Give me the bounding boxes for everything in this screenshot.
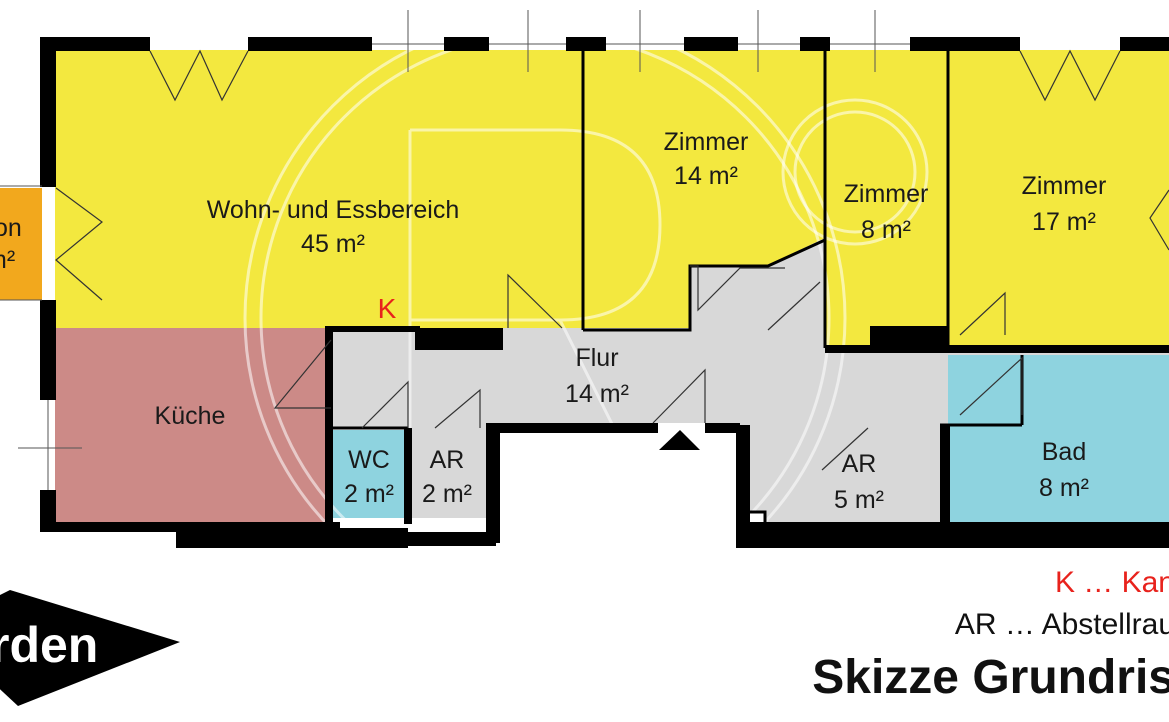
label-bad-name: Bad — [1042, 438, 1086, 466]
room-ar2 — [740, 428, 940, 522]
label-zimmer3-name: Zimmer — [1022, 172, 1107, 200]
label-zimmer2-name: Zimmer — [844, 180, 929, 208]
label-balkon-area: m² — [0, 246, 15, 274]
room-zimmer1 — [583, 50, 825, 328]
label-kueche-name: Küche — [155, 402, 226, 430]
room-wc — [331, 430, 406, 518]
entrance-arrow — [659, 430, 700, 450]
label-ar1-area: 2 m² — [422, 480, 472, 508]
label-flur-name: Flur — [575, 344, 618, 372]
label-zimmer3-area: 17 m² — [1032, 208, 1096, 236]
legend-ar: AR … Abstellrau — [954, 608, 1169, 641]
north-arrow-icon — [0, 590, 180, 706]
label-zimmer1-area: 14 m² — [674, 162, 738, 190]
label-ar2-area: 5 m² — [834, 486, 884, 514]
walls — [40, 37, 1169, 548]
label-wohn-name: Wohn- und Essbereich — [207, 196, 459, 224]
label-zimmer2-area: 8 m² — [861, 216, 911, 244]
label-zimmer1-name: Zimmer — [664, 128, 749, 156]
label-wc-name: WC — [348, 446, 390, 474]
label-flur-area: 14 m² — [565, 380, 629, 408]
label-balkon-name: on — [0, 214, 22, 242]
marker-k: K — [378, 293, 397, 324]
room-wohn — [55, 50, 583, 328]
watermark-logo — [243, 16, 929, 620]
label-ar1-name: AR — [430, 446, 465, 474]
room-balkon — [0, 188, 42, 300]
label-ar2-name: AR — [842, 450, 877, 478]
room-kueche — [55, 328, 331, 524]
legend-k: K … Kan — [1054, 566, 1169, 599]
compass-label: rden — [0, 617, 99, 673]
label-wc-area: 2 m² — [344, 480, 394, 508]
label-wohn-area: 45 m² — [301, 230, 365, 258]
window-lines — [0, 10, 910, 490]
room-bad — [948, 355, 1169, 522]
room-zimmer3 — [948, 50, 1169, 348]
door-swings — [55, 49, 1169, 471]
page-title: Skizze Grundris — [812, 651, 1169, 704]
room-ar1 — [408, 430, 486, 518]
label-bad-area: 8 m² — [1039, 474, 1089, 502]
